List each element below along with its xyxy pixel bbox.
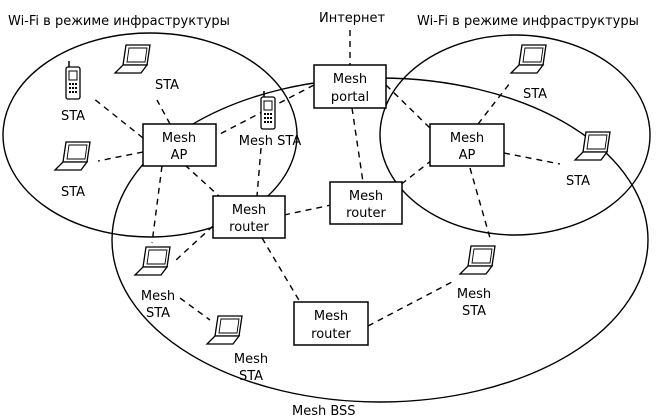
- link-ap-right-mesh-sta-right: [469, 167, 491, 239]
- phone-icon: [65, 60, 81, 100]
- sta-laptop-left: STA: [54, 141, 91, 200]
- mesh-router-right-node: Mesh router: [329, 181, 403, 225]
- mesh-ap-left-line2: AP: [171, 148, 188, 163]
- link-ap-left-sta-laptop-left: [97, 151, 144, 162]
- link-portal-ap-left: [217, 84, 315, 136]
- mesh-router-center-line2: router: [229, 220, 269, 235]
- mesh-portal-line2: portal: [331, 90, 369, 105]
- sta-laptop-left-label: STA: [61, 185, 85, 200]
- link-router-center-router-right: [283, 204, 332, 216]
- links: [92, 30, 561, 327]
- laptop-icon: [54, 141, 91, 171]
- laptop-icon: [510, 44, 547, 74]
- link-mesh-sta-phone-router-center: [256, 147, 262, 197]
- right-infrastructure-ellipse: [379, 34, 651, 236]
- mesh-router-center-line1: Mesh: [232, 203, 266, 218]
- mesh-ap-left-line1: Mesh: [162, 131, 196, 146]
- phone-icon: [260, 90, 276, 130]
- mesh-sta-bottom-line2: STA: [239, 369, 263, 384]
- link-portal-router-right: [351, 107, 364, 183]
- mesh-sta-bottom-line1: Mesh: [234, 352, 268, 367]
- mesh-sta-left-line1: Mesh: [141, 289, 175, 304]
- mesh-router-bottom-line1: Mesh: [314, 309, 348, 324]
- sta-laptop-right: STA: [566, 131, 611, 189]
- mesh-ap-right-line1: Mesh: [450, 131, 484, 146]
- link-ap-right-router-right: [398, 159, 433, 187]
- laptop-icon: [574, 131, 611, 161]
- mesh-router-bottom-node: Mesh router: [293, 301, 369, 346]
- mesh-router-right-line1: Mesh: [349, 189, 383, 204]
- internet-label: Интернет: [319, 11, 386, 26]
- mesh-sta-phone: Mesh STA: [239, 90, 302, 149]
- left-infrastructure-title: Wi-Fi в режиме инфраструктуры: [8, 14, 230, 29]
- mesh-ap-right-node: Mesh AP: [429, 123, 505, 167]
- mesh-sta-bottom: Mesh STA: [206, 315, 268, 384]
- sta-laptop-top: STA: [114, 44, 179, 93]
- mesh-portal-node: Mesh portal: [313, 64, 387, 109]
- link-router-center-mesh-sta-left: [175, 225, 214, 261]
- link-mesh-sta-left-bottom: [179, 297, 211, 321]
- mesh-ap-left-node: Mesh AP: [142, 123, 217, 167]
- mesh-sta-phone-label: Mesh STA: [239, 134, 302, 149]
- mesh-sta-left-line2: STA: [146, 306, 170, 321]
- right-infrastructure-title: Wi-Fi в режиме инфраструктуры: [417, 14, 639, 29]
- left-infrastructure-ellipse: [2, 32, 298, 238]
- link-ap-left-router-center: [184, 164, 221, 198]
- mesh-router-right-line2: router: [346, 206, 386, 221]
- link-ap-left-sta-laptop-top: [156, 99, 171, 125]
- link-ap-left-mesh-sta-left: [151, 165, 163, 244]
- mesh-sta-right-line1: Mesh: [457, 287, 491, 302]
- laptop-icon: [459, 245, 496, 275]
- link-portal-ap-right: [385, 84, 431, 129]
- link-ap-right-sta-right: [503, 152, 561, 165]
- mesh-sta-right: Mesh STA: [457, 245, 496, 319]
- mesh-router-bottom-line2: router: [311, 327, 351, 342]
- sta-laptop-right-top-label: STA: [523, 87, 547, 102]
- sta-laptop-top-label: STA: [155, 78, 179, 93]
- link-router-bottom-mesh-sta-right: [367, 281, 453, 327]
- mesh-ap-right-line2: AP: [459, 148, 476, 163]
- sta-laptop-right-top: STA: [510, 44, 547, 102]
- mesh-router-center-node: Mesh router: [212, 195, 286, 239]
- mesh-portal-line1: Mesh: [333, 72, 367, 87]
- mesh-bss-label: Mesh BSS: [292, 404, 356, 419]
- sta-laptop-right-label: STA: [566, 174, 590, 189]
- sta-phone-left-label: STA: [61, 109, 85, 124]
- sta-phone-left: STA: [61, 60, 85, 124]
- link-ap-right-sta-top: [477, 82, 511, 125]
- link-router-center-router-bottom: [261, 237, 301, 303]
- laptop-icon: [114, 44, 151, 74]
- link-ap-left-sta-phone: [92, 97, 144, 139]
- mesh-sta-right-line2: STA: [462, 304, 486, 319]
- laptop-icon: [134, 246, 171, 276]
- mesh-sta-left: Mesh STA: [134, 246, 175, 321]
- laptop-icon: [206, 315, 243, 345]
